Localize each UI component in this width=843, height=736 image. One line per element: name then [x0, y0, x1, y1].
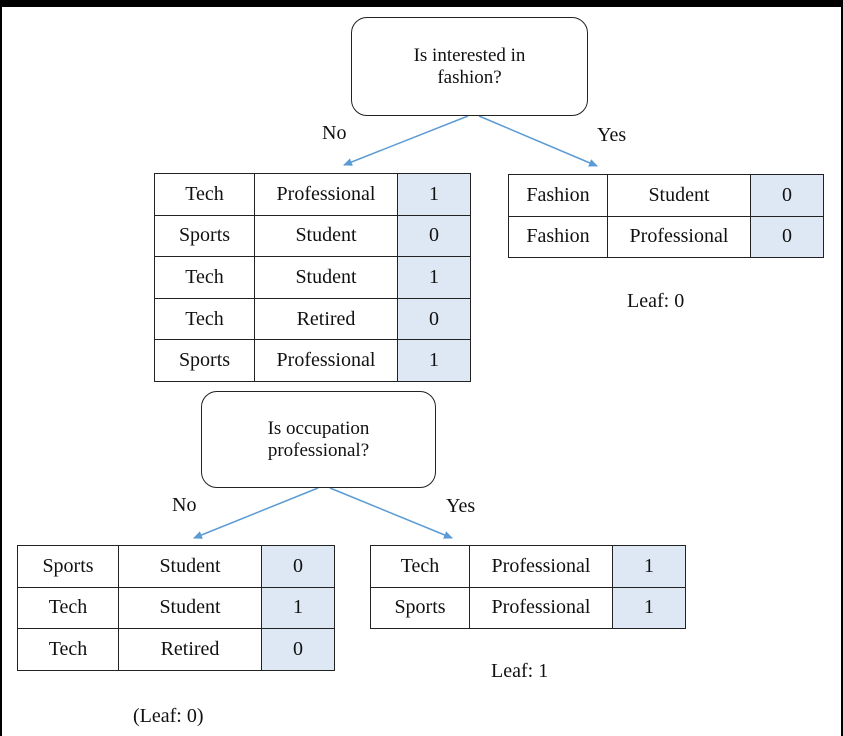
right-border	[841, 0, 843, 736]
second-no-leaf: (Leaf: 0)	[133, 705, 204, 727]
top-border	[0, 0, 843, 7]
label-cell: 0	[261, 545, 335, 588]
label-cell: 1	[261, 586, 335, 629]
second-decision-node: Is occupation professional?	[201, 391, 436, 488]
edge-root-yes	[478, 115, 598, 167]
topic-cell: Tech	[17, 586, 119, 629]
topic-cell: Fashion	[508, 174, 608, 217]
occupation-cell: Professional	[469, 586, 613, 629]
root-no-label: No	[322, 122, 347, 144]
label-cell: 0	[261, 628, 335, 671]
topic-cell: Tech	[17, 628, 119, 671]
label-cell: 0	[750, 174, 824, 217]
label-cell: 1	[397, 173, 471, 216]
topic-cell: Sports	[17, 545, 119, 588]
occupation-cell: Student	[118, 545, 262, 588]
topic-cell: Sports	[370, 586, 470, 629]
edge-second-no	[193, 487, 319, 539]
occupation-cell: Student	[607, 174, 751, 217]
occupation-cell: Student	[118, 586, 262, 629]
occupation-cell: Professional	[607, 215, 751, 258]
second-yes-leaf: Leaf: 1	[491, 660, 549, 682]
occupation-cell: Student	[254, 214, 398, 258]
occupation-cell: Professional	[254, 173, 398, 216]
second-question: Is occupation professional?	[267, 417, 370, 461]
topic-cell: Tech	[370, 545, 470, 588]
root-decision-node: Is interested in fashion?	[351, 17, 588, 116]
root-yes-label: Yes	[597, 124, 627, 146]
topic-cell: Tech	[154, 297, 255, 341]
root-question: Is interested in fashion?	[413, 44, 526, 88]
label-cell: 0	[397, 297, 471, 341]
occupation-cell: Retired	[254, 297, 398, 341]
root-yes-leaf: Leaf: 0	[627, 290, 685, 312]
label-cell: 1	[397, 339, 471, 382]
edge-second-yes	[329, 487, 453, 539]
topic-cell: Sports	[154, 339, 255, 382]
left-border	[0, 0, 2, 736]
topic-cell: Tech	[154, 173, 255, 216]
label-cell: 1	[612, 545, 686, 588]
occupation-cell: Student	[254, 256, 398, 299]
occupation-cell: Retired	[118, 628, 262, 671]
label-cell: 1	[612, 586, 686, 629]
second-yes-label: Yes	[446, 495, 476, 517]
topic-cell: Tech	[154, 256, 255, 299]
label-cell: 0	[397, 214, 471, 258]
topic-cell: Fashion	[508, 215, 608, 258]
label-cell: 1	[397, 256, 471, 299]
topic-cell: Sports	[154, 214, 255, 258]
occupation-cell: Professional	[469, 545, 613, 588]
edge-root-no	[343, 115, 469, 166]
label-cell: 0	[750, 215, 824, 258]
occupation-cell: Professional	[254, 339, 398, 382]
second-no-label: No	[172, 494, 197, 516]
